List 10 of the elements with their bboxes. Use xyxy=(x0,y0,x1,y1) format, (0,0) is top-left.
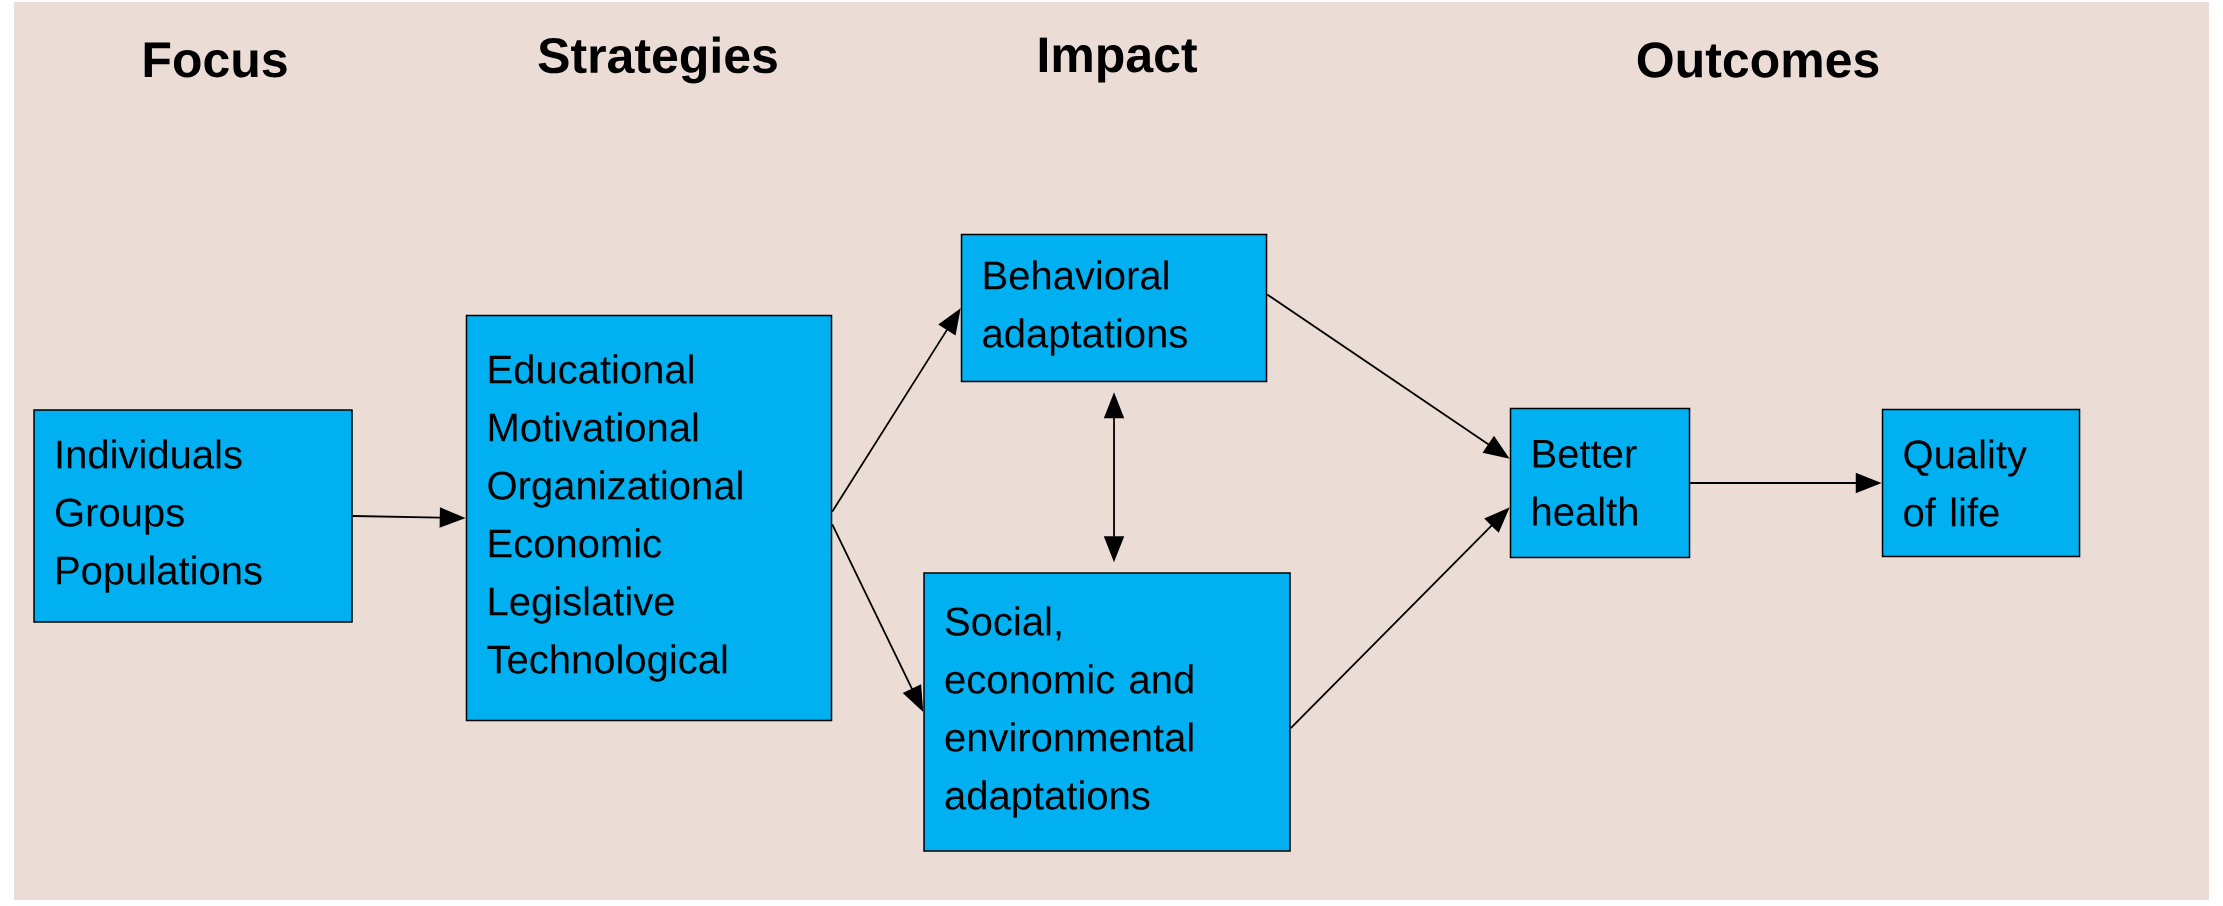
column-heading: Outcomes xyxy=(1637,42,1879,78)
process-box: Social, economic and environmental adaptations xyxy=(923,572,1291,852)
process-box: Better health xyxy=(1509,407,1691,559)
column-heading: Focus xyxy=(144,42,287,78)
column-heading: Strategies xyxy=(538,36,777,84)
column-heading: Impact xyxy=(1039,37,1197,83)
process-box: Educational Motivational Organizational Economic Legislative Technological xyxy=(465,314,833,722)
process-box: Quality of life xyxy=(1881,408,2081,558)
process-box: Behavioral adaptations xyxy=(960,233,1268,383)
process-box: Individuals Groups Populations xyxy=(33,409,353,623)
